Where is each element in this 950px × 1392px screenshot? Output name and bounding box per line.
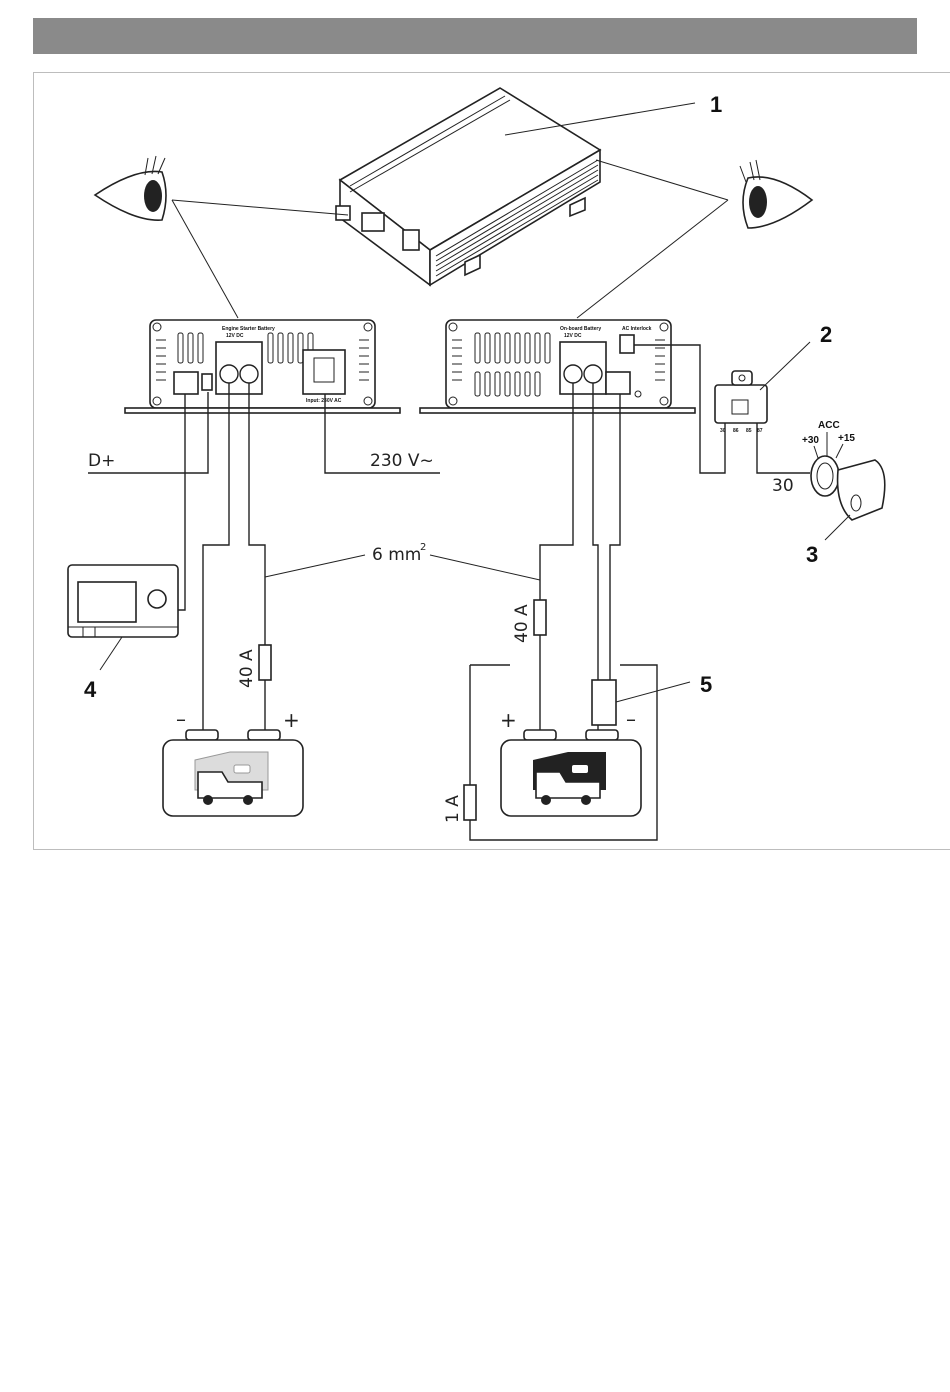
label-d-plus: D+ — [88, 451, 115, 471]
label-engine-battery: Engine Starter Battery — [222, 326, 275, 332]
label-cross-section-sup: 2 — [420, 542, 426, 553]
onboard-battery — [501, 730, 641, 816]
charger-front-onboard-side: On-board Battery 12V DC AC Interlock — [420, 320, 695, 413]
label-terminal-30: 30 — [772, 476, 794, 496]
label-input-ac: Input: 230V AC — [306, 398, 342, 404]
fuse-1a — [464, 785, 476, 820]
fuse-40a-left — [259, 645, 271, 680]
label-starter-minus: – — [176, 707, 186, 731]
fuse-40a-right — [534, 600, 546, 635]
label-cross-section: 6 mm — [372, 545, 421, 565]
label-starter-plus: + — [283, 708, 300, 732]
starter-battery — [163, 730, 303, 816]
callout-2: 2 — [820, 322, 832, 347]
label-fuse-40a-left: 40 A — [237, 649, 257, 688]
callout-1: 1 — [710, 92, 722, 117]
relay-pin-87: 87 — [757, 428, 763, 434]
label-ac-interlock: AC Interlock — [622, 326, 652, 332]
label-acc: ACC — [818, 420, 840, 431]
relay-pin-30: 30 — [720, 428, 726, 434]
starter-vehicle-icon — [195, 752, 268, 805]
charger-front-engine-side: Engine Starter Battery 12V DC Input: 230… — [125, 320, 400, 413]
remote-display — [68, 565, 178, 637]
relay: 30 86 85 87 — [715, 371, 767, 434]
label-onboard-battery: On-board Battery — [560, 326, 601, 332]
charger-3d-view — [336, 88, 600, 285]
label-plus-30: +30 — [802, 435, 819, 446]
label-onboard-minus: – — [626, 707, 636, 731]
onboard-vehicle-icon — [533, 752, 606, 805]
label-plus-15: +15 — [838, 433, 855, 444]
label-12v-dc-right: 12V DC — [564, 333, 582, 339]
label-onboard-plus: + — [500, 708, 517, 732]
label-12v-dc-left: 12V DC — [226, 333, 244, 339]
relay-pin-85: 85 — [746, 428, 752, 434]
label-ac-input: 230 V~ — [370, 451, 434, 471]
callout-3: 3 — [806, 542, 818, 567]
callout-5: 5 — [700, 672, 712, 697]
label-fuse-40a-right: 40 A — [512, 604, 532, 643]
callout-4: 4 — [84, 677, 97, 702]
battery-sensor — [592, 680, 616, 725]
ignition-key-icon — [811, 456, 885, 520]
eye-right-icon — [740, 160, 812, 228]
relay-pin-86: 86 — [733, 428, 739, 434]
label-fuse-1a: 1 A — [443, 795, 463, 823]
eye-left-icon — [95, 156, 166, 220]
